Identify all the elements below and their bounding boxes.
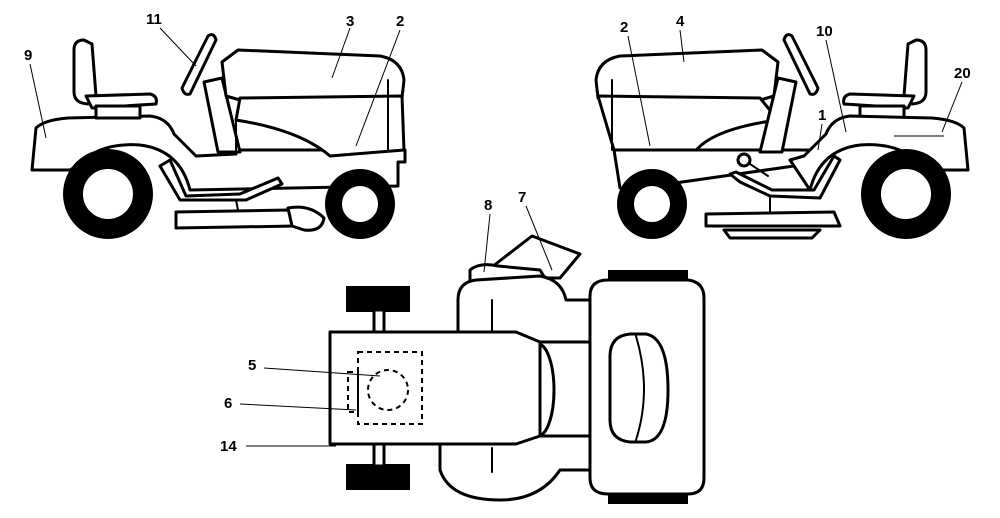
callout-1: 1 (818, 107, 826, 124)
front-wheel-right (617, 169, 687, 239)
hood-top (328, 330, 542, 446)
callout-4: 4 (676, 13, 685, 30)
callout-7: 7 (518, 189, 526, 206)
callout-10: 10 (816, 23, 833, 40)
rear-fender-left (30, 114, 407, 192)
mower-deck-right (704, 197, 842, 240)
tractor-left-side-view (30, 33, 407, 239)
callout-14: 14 (220, 438, 237, 455)
hood-left (220, 48, 406, 158)
tractor-right-side-view (594, 33, 970, 240)
steering-wheel-right (758, 33, 820, 154)
callout-5: 5 (248, 357, 256, 374)
callout-8: 8 (484, 197, 492, 214)
callout-2-left: 2 (396, 13, 404, 30)
engine-cap-dashed (367, 369, 409, 411)
callout-3: 3 (346, 13, 354, 30)
front-tire-top (346, 286, 410, 312)
leader-lines (29, 27, 963, 447)
callout-labels: 9 11 3 2 2 4 10 20 1 8 7 5 6 14 (24, 11, 971, 455)
callout-9: 9 (24, 47, 32, 64)
callout-11: 11 (146, 11, 162, 28)
seat-top (608, 332, 670, 444)
callout-20: 20 (954, 65, 971, 82)
mower-deck-left (174, 199, 326, 232)
rear-wheel-left (63, 149, 153, 239)
rear-fender-right (788, 114, 970, 192)
frame-right (728, 154, 842, 200)
frame-left (158, 158, 284, 202)
callout-2-right: 2 (620, 19, 628, 36)
callout-6: 6 (224, 395, 232, 412)
seat-left (72, 38, 158, 120)
tractor-top-view (328, 234, 706, 504)
steering-wheel-left (180, 33, 242, 154)
front-wheel-left (325, 169, 395, 239)
engine-outline-dashed (357, 351, 423, 425)
lift-lever-right (736, 152, 769, 177)
rear-wheel-right (861, 149, 951, 239)
front-tire-bottom (346, 464, 410, 490)
seat-right (842, 38, 928, 120)
